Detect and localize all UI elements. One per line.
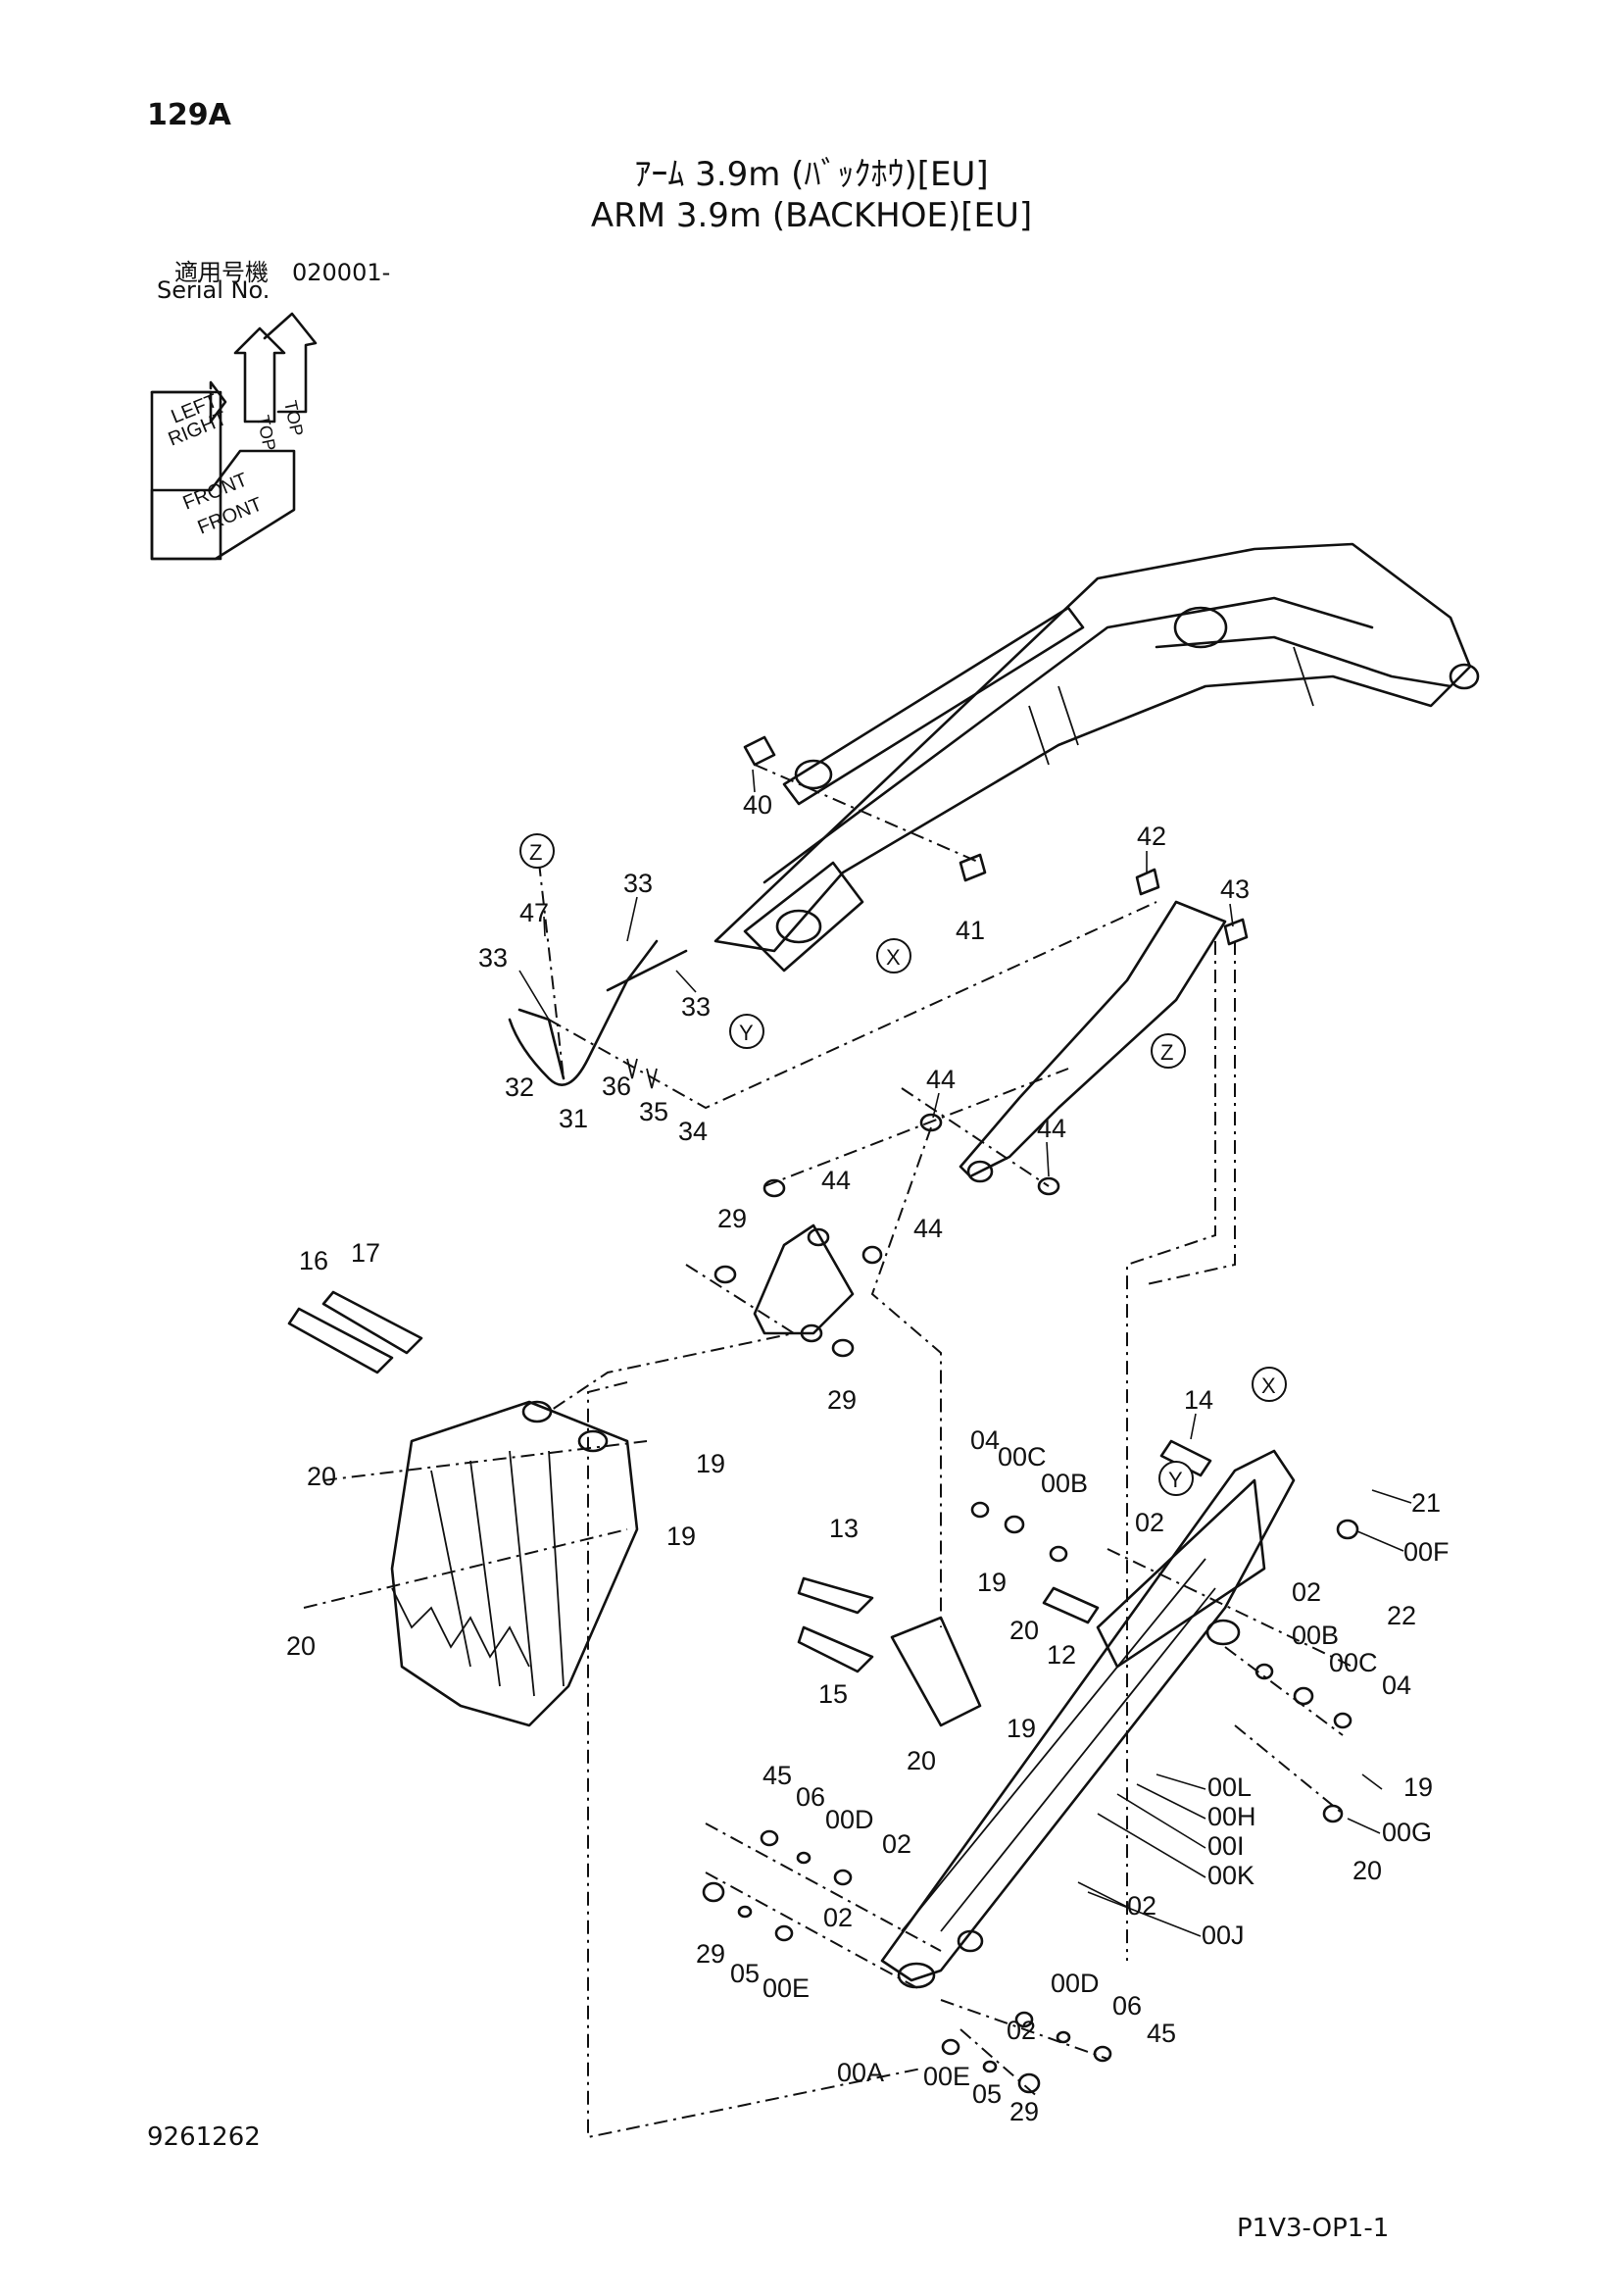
- part-callout: 00D: [825, 1805, 874, 1834]
- orientation-icon: RIGHT LEFT FRONT FRONT TOP TOP: [150, 312, 318, 561]
- view-marker: Z: [529, 840, 542, 865]
- part-callout: 14: [1184, 1385, 1213, 1415]
- part-callout: 44: [913, 1214, 943, 1243]
- page-number: 129A: [147, 98, 231, 132]
- orientation-label: TOP: [280, 399, 307, 438]
- part-callout: 19: [1403, 1772, 1433, 1802]
- part-callout: 00G: [1382, 1818, 1432, 1847]
- part-callout: 02: [823, 1903, 853, 1932]
- part-callout: 02: [1292, 1577, 1321, 1607]
- part-callout: 41: [956, 916, 985, 945]
- part-callout: 20: [907, 1746, 936, 1775]
- view-marker: Y: [1168, 1468, 1183, 1492]
- part-callout: 36: [602, 1072, 631, 1101]
- hose-lines: [508, 939, 688, 1089]
- part-callout: 44: [821, 1166, 851, 1195]
- part-callout: 34: [678, 1117, 708, 1146]
- part-callout: 21: [1411, 1488, 1441, 1518]
- part-callout: 17: [351, 1238, 380, 1268]
- part-callout: 00I: [1207, 1831, 1245, 1861]
- part-callout: 20: [286, 1631, 316, 1661]
- part-callouts: 40 33 47 33 33 32 31 36 35 34 41 42 43 4…: [286, 790, 1450, 2126]
- part-callout: 40: [743, 790, 772, 820]
- part-callout: 44: [1037, 1114, 1066, 1143]
- part-callout: 00A: [837, 2058, 884, 2087]
- part-callout: 35: [639, 1097, 668, 1126]
- part-callout: 29: [717, 1204, 747, 1233]
- view-marker: X: [886, 945, 901, 970]
- view-marker: Z: [1160, 1040, 1173, 1065]
- part-callout: 20: [1352, 1856, 1382, 1885]
- part-callout: 45: [1147, 2019, 1176, 2048]
- part-callout: 00J: [1202, 1921, 1245, 1950]
- part-callout: 20: [307, 1462, 336, 1491]
- part-callout: 00F: [1403, 1537, 1450, 1567]
- part-callout: 02: [1135, 1508, 1164, 1537]
- part-callout: 31: [559, 1104, 588, 1133]
- part-callout: 00C: [998, 1442, 1047, 1472]
- part-callout: 00B: [1041, 1469, 1088, 1498]
- link-13-15: [797, 1576, 982, 1727]
- part-callout: 42: [1137, 822, 1166, 851]
- part-callout: 29: [827, 1385, 857, 1415]
- part-callout: 13: [829, 1514, 859, 1543]
- part-callout: 00H: [1207, 1802, 1256, 1831]
- part-callout: 20: [1009, 1616, 1039, 1645]
- part-callout: 04: [1382, 1671, 1411, 1700]
- part-callout: 19: [666, 1522, 696, 1551]
- part-callout: 02: [882, 1829, 911, 1859]
- part-callout: 00K: [1207, 1861, 1254, 1890]
- pins-16-17: [287, 1290, 423, 1374]
- part-callout: 19: [977, 1568, 1007, 1597]
- part-callout: 15: [818, 1679, 848, 1709]
- leader-lines: [518, 769, 1412, 1937]
- part-callout: 22: [1387, 1601, 1416, 1630]
- part-callout: 45: [762, 1761, 792, 1790]
- part-callout: 04: [970, 1425, 1000, 1455]
- serial-label-english: Serial No.: [157, 276, 270, 304]
- part-callout: 33: [681, 992, 711, 1022]
- drawing-number: 9261262: [147, 2122, 261, 2152]
- part-callout: 06: [1112, 1991, 1142, 2021]
- title-english: ARM 3.9m (BACKHOE)[EU]: [590, 196, 1033, 235]
- part-callout: 00D: [1051, 1969, 1100, 1998]
- view-markers: Z Y X Z Y X: [519, 833, 1287, 1496]
- part-callout: 16: [299, 1246, 328, 1275]
- part-callout: 00L: [1207, 1772, 1252, 1802]
- part-callout: 29: [1009, 2097, 1039, 2126]
- part-callout: 02: [1007, 2016, 1036, 2045]
- washers: [702, 735, 1359, 2094]
- part-callout: 05: [730, 1959, 760, 1988]
- part-callout: 43: [1220, 874, 1250, 904]
- serial-label-japanese: 適用号機 020001-: [174, 259, 391, 286]
- part-callout: 06: [796, 1782, 825, 1812]
- arm: [880, 1449, 1296, 1989]
- part-callout: 29: [696, 1939, 725, 1969]
- part-callout: 44: [926, 1065, 956, 1094]
- part-callout: 19: [696, 1449, 725, 1478]
- assembly-lines: [303, 764, 1353, 2139]
- part-callout: 00C: [1329, 1648, 1378, 1677]
- part-callout: 12: [1047, 1640, 1076, 1670]
- part-callout: 19: [1007, 1714, 1036, 1743]
- part-callout: 00E: [762, 1973, 810, 2003]
- cylinder-link: [753, 900, 1227, 1343]
- part-callout: 00B: [1292, 1621, 1339, 1650]
- boom-outline: [713, 542, 1480, 973]
- part-callout: 00E: [923, 2062, 970, 2091]
- page-code: P1V3-OP1-1: [1237, 2214, 1390, 2243]
- part-callout: 33: [478, 943, 508, 973]
- pins-12-14: [1042, 1439, 1212, 1624]
- part-callout: 05: [972, 2079, 1002, 2109]
- view-marker: Y: [739, 1021, 754, 1045]
- title-japanese: ｱｰﾑ 3.9m (ﾊﾞｯｸﾎｳ)[EU]: [634, 155, 989, 194]
- part-callout: 33: [623, 869, 653, 898]
- view-marker: X: [1261, 1373, 1276, 1398]
- bucket: [390, 1400, 639, 1727]
- part-callout: 32: [505, 1073, 534, 1102]
- part-callout: 02: [1127, 1891, 1156, 1921]
